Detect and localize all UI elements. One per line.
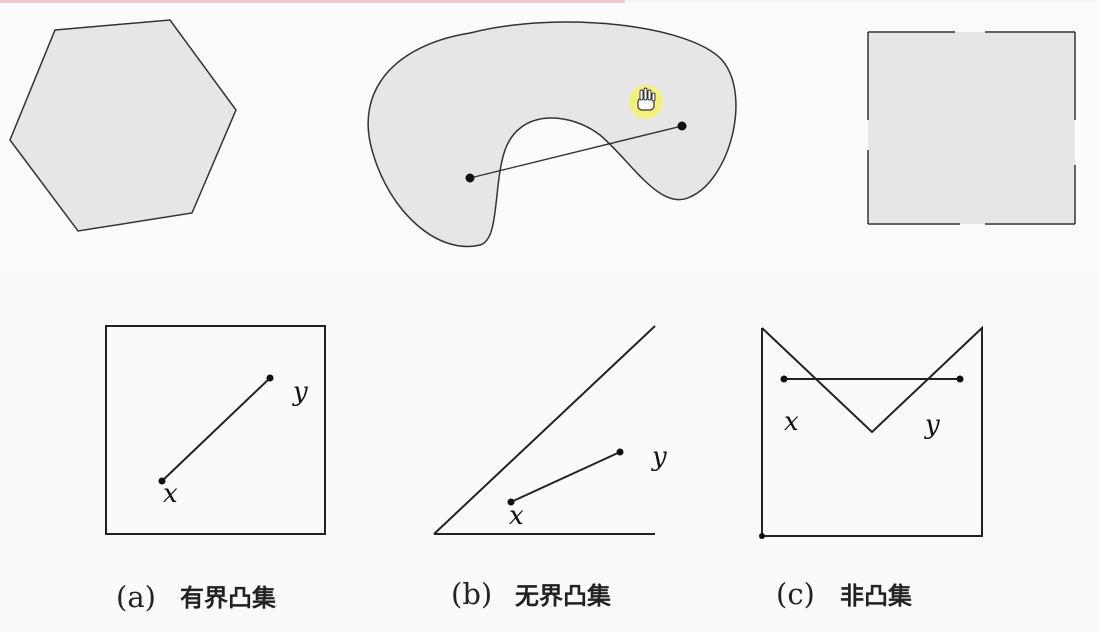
panel-c-label-y: y bbox=[924, 410, 940, 440]
panel-c-caption-text: 非凸集 bbox=[840, 582, 913, 610]
panel-b-caption-text: 无界凸集 bbox=[515, 582, 612, 610]
panel-a-segment bbox=[161, 377, 271, 482]
panel-a-label-x: x bbox=[163, 479, 178, 509]
hexagon-shape bbox=[9, 19, 237, 232]
panel-b-unbounded-convex: x y (b) 无界凸集 bbox=[433, 325, 667, 611]
segment-endpoint bbox=[677, 121, 687, 131]
panel-a-square bbox=[105, 325, 326, 535]
segment-endpoint bbox=[465, 173, 475, 183]
kidney-shape bbox=[367, 21, 737, 248]
panel-a-point-y bbox=[266, 374, 274, 382]
panel-b-point-y bbox=[616, 448, 624, 456]
hand-pointer-icon bbox=[637, 87, 656, 111]
panel-c-caption-tag: (c) bbox=[776, 577, 815, 611]
panel-c-point-x bbox=[780, 375, 788, 383]
panel-c-label-x: x bbox=[784, 407, 799, 437]
panel-b-segment bbox=[510, 451, 621, 503]
panel-c-boundary bbox=[761, 325, 983, 537]
top-accent-bar bbox=[0, 0, 625, 3]
panel-a-caption-tag: (a) bbox=[116, 580, 156, 614]
square-partial-boundary bbox=[867, 31, 1076, 225]
panel-c-point-y bbox=[956, 375, 964, 383]
panel-b-caption-tag: (b) bbox=[451, 577, 492, 611]
square-shape bbox=[868, 32, 1075, 224]
panel-b-ray-diagonal bbox=[433, 325, 656, 535]
panel-c-corner-dot bbox=[759, 533, 765, 539]
panel-b-point-x bbox=[507, 498, 515, 506]
panel-a-point-x bbox=[158, 477, 166, 485]
panel-a-bounded-convex: x y (a) 有界凸集 bbox=[105, 325, 326, 614]
panel-a-label-y: y bbox=[292, 377, 308, 407]
panel-c-nonconvex: x y (c) 非凸集 bbox=[759, 325, 983, 611]
panel-a-caption-text: 有界凸集 bbox=[180, 584, 277, 612]
panel-b-label-y: y bbox=[651, 442, 667, 472]
segment-across-gap bbox=[469, 125, 683, 179]
panel-b-label-x: x bbox=[509, 501, 524, 531]
